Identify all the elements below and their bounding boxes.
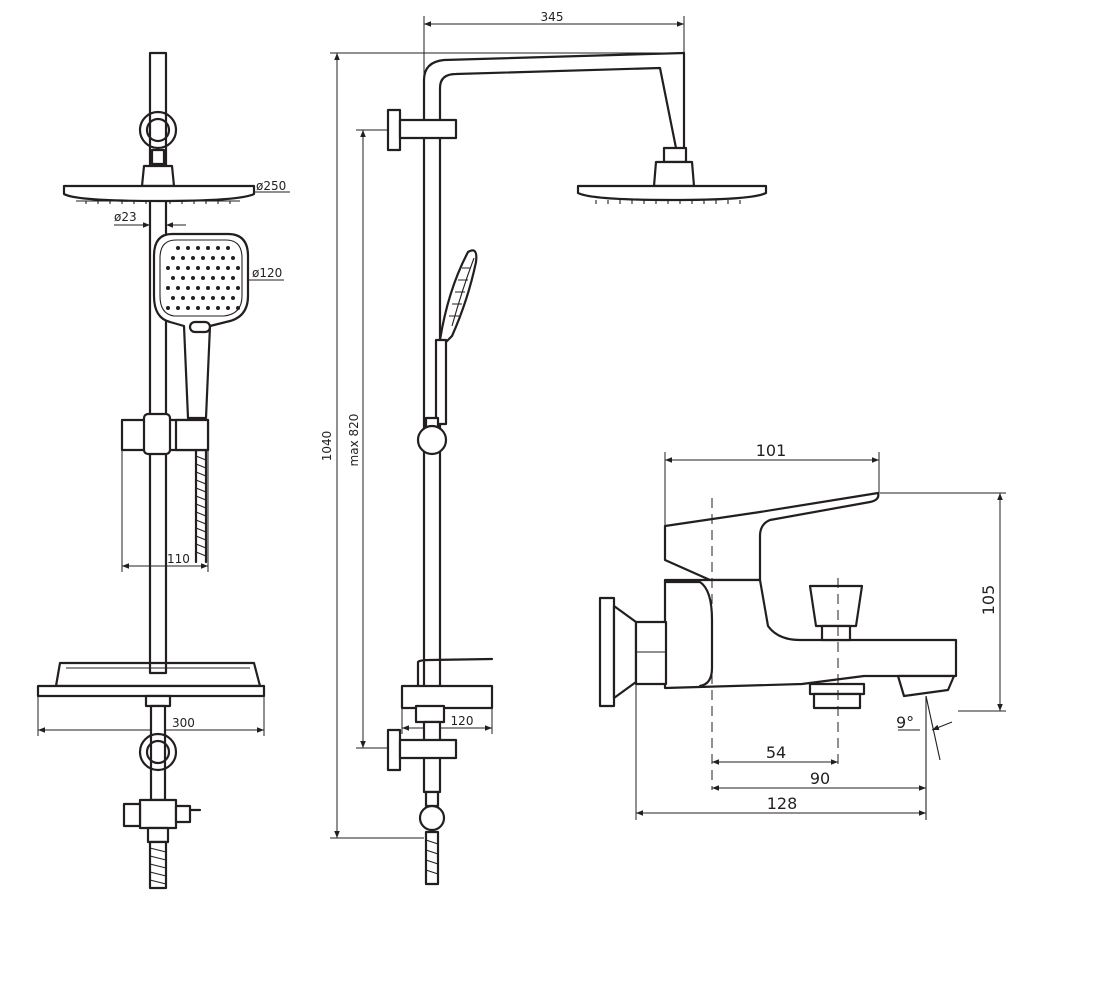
- holder-width-label: 110: [167, 552, 190, 566]
- upper-wall-bracket: [138, 110, 178, 150]
- nozzle-dot: [231, 296, 235, 300]
- lower-wall-bracket: [138, 732, 178, 772]
- hand-shower-head: [152, 232, 250, 420]
- nozzle-dot: [221, 276, 225, 280]
- shower-shelf: [36, 661, 266, 698]
- pipe-diameter-label: ø23: [114, 210, 137, 224]
- nozzle-dot: [211, 296, 215, 300]
- nozzle-dot: [201, 256, 205, 260]
- nozzle-dot: [186, 266, 190, 270]
- rain-head-diameter-label: ø250: [256, 179, 286, 193]
- side-rain-nozzles: [595, 200, 741, 204]
- nozzle-dot: [166, 266, 170, 270]
- nozzle-dot: [201, 276, 205, 280]
- arm-reach-label: 345: [541, 10, 564, 24]
- hand-shower-nozzles: [166, 246, 240, 310]
- nozzle-dot: [236, 286, 240, 290]
- side-hand-shower: [438, 249, 478, 344]
- side-view: 345 1040 max 820: [320, 10, 768, 886]
- nozzle-dot: [211, 256, 215, 260]
- rain-shower-head: [62, 184, 256, 203]
- nozzle-dot: [176, 306, 180, 310]
- nozzle-dot: [206, 286, 210, 290]
- nozzle-dot: [231, 256, 235, 260]
- nozzle-dot: [221, 256, 225, 260]
- aerator: [812, 692, 862, 710]
- nozzle-dot: [216, 246, 220, 250]
- nozzle-dot: [191, 276, 195, 280]
- shower-hose: [194, 448, 208, 564]
- nozzle-dot: [176, 266, 180, 270]
- nozzle-dot: [171, 296, 175, 300]
- shower-arm: [422, 51, 686, 130]
- nozzle-dot: [186, 306, 190, 310]
- rain-head-nozzles: [76, 200, 240, 204]
- side-upper-bracket: [386, 108, 458, 152]
- hand-shower-diameter-label: ø120: [252, 266, 282, 280]
- mixer-depth-label: 120: [451, 714, 474, 728]
- nozzle-dot: [206, 266, 210, 270]
- nozzle-dot: [231, 276, 235, 280]
- nozzle-dot: [181, 276, 185, 280]
- side-slider: [416, 416, 448, 456]
- nozzle-dot: [176, 246, 180, 250]
- nozzle-dot: [171, 276, 175, 280]
- nozzle-dot: [221, 296, 225, 300]
- nozzle-dot: [191, 256, 195, 260]
- nozzle-dot: [191, 296, 195, 300]
- nozzle-dot: [206, 306, 210, 310]
- spout-offset-54-label: 54: [766, 743, 786, 762]
- diverter-knob: [808, 584, 864, 628]
- bar-height-label: max 820: [347, 414, 361, 467]
- nozzle-dot: [186, 246, 190, 250]
- spray-mode-button: [188, 320, 212, 334]
- lever-length-label: 101: [756, 441, 787, 460]
- rain-head-connector: [140, 164, 176, 188]
- nozzle-dot: [216, 266, 220, 270]
- nozzle-dot: [196, 266, 200, 270]
- nozzle-dot: [216, 306, 220, 310]
- supply-hose: [148, 840, 168, 890]
- mixer-lever: [663, 491, 880, 582]
- mixer-height-label: 105: [979, 585, 998, 616]
- nozzle-dot: [171, 256, 175, 260]
- nozzle-dot: [166, 306, 170, 310]
- side-lower-valve: [418, 804, 446, 832]
- wall-flange: [598, 596, 616, 708]
- front-view: ø250 ø23 ø120 110: [36, 51, 290, 890]
- total-depth-label: 128: [767, 794, 798, 813]
- shelf-width-label: 300: [172, 716, 195, 730]
- nozzle-dot: [206, 246, 210, 250]
- side-rain-head: [576, 184, 768, 202]
- nozzle-dot: [196, 306, 200, 310]
- nozzle-dot: [181, 296, 185, 300]
- bath-mixer-view: 101 105 9° 54: [598, 441, 1006, 820]
- nozzle-dot: [226, 286, 230, 290]
- nozzle-dot: [186, 286, 190, 290]
- nozzle-dot: [226, 306, 230, 310]
- spout-tip: [896, 674, 956, 698]
- spout-offset-90-label: 90: [810, 769, 830, 788]
- nozzle-dot: [216, 286, 220, 290]
- spout-angle-label: 9°: [896, 713, 914, 732]
- nozzle-dot: [236, 306, 240, 310]
- nozzle-dot: [201, 296, 205, 300]
- nozzle-dot: [226, 266, 230, 270]
- nozzle-dot: [211, 276, 215, 280]
- side-thermostat-mixer: [400, 657, 494, 724]
- nozzle-dot: [196, 286, 200, 290]
- nozzle-dot: [181, 256, 185, 260]
- nozzle-dot: [176, 286, 180, 290]
- diverter-valve: [122, 798, 202, 844]
- nozzle-dot: [226, 246, 230, 250]
- nozzle-dot: [236, 266, 240, 270]
- mixer-body: [663, 578, 958, 690]
- total-height-label: 1040: [320, 431, 334, 462]
- nozzle-dot: [196, 246, 200, 250]
- nozzle-dot: [166, 286, 170, 290]
- eccentric-nut: [634, 620, 668, 686]
- side-lower-bracket: [386, 728, 458, 772]
- riser-pipe: [148, 51, 168, 675]
